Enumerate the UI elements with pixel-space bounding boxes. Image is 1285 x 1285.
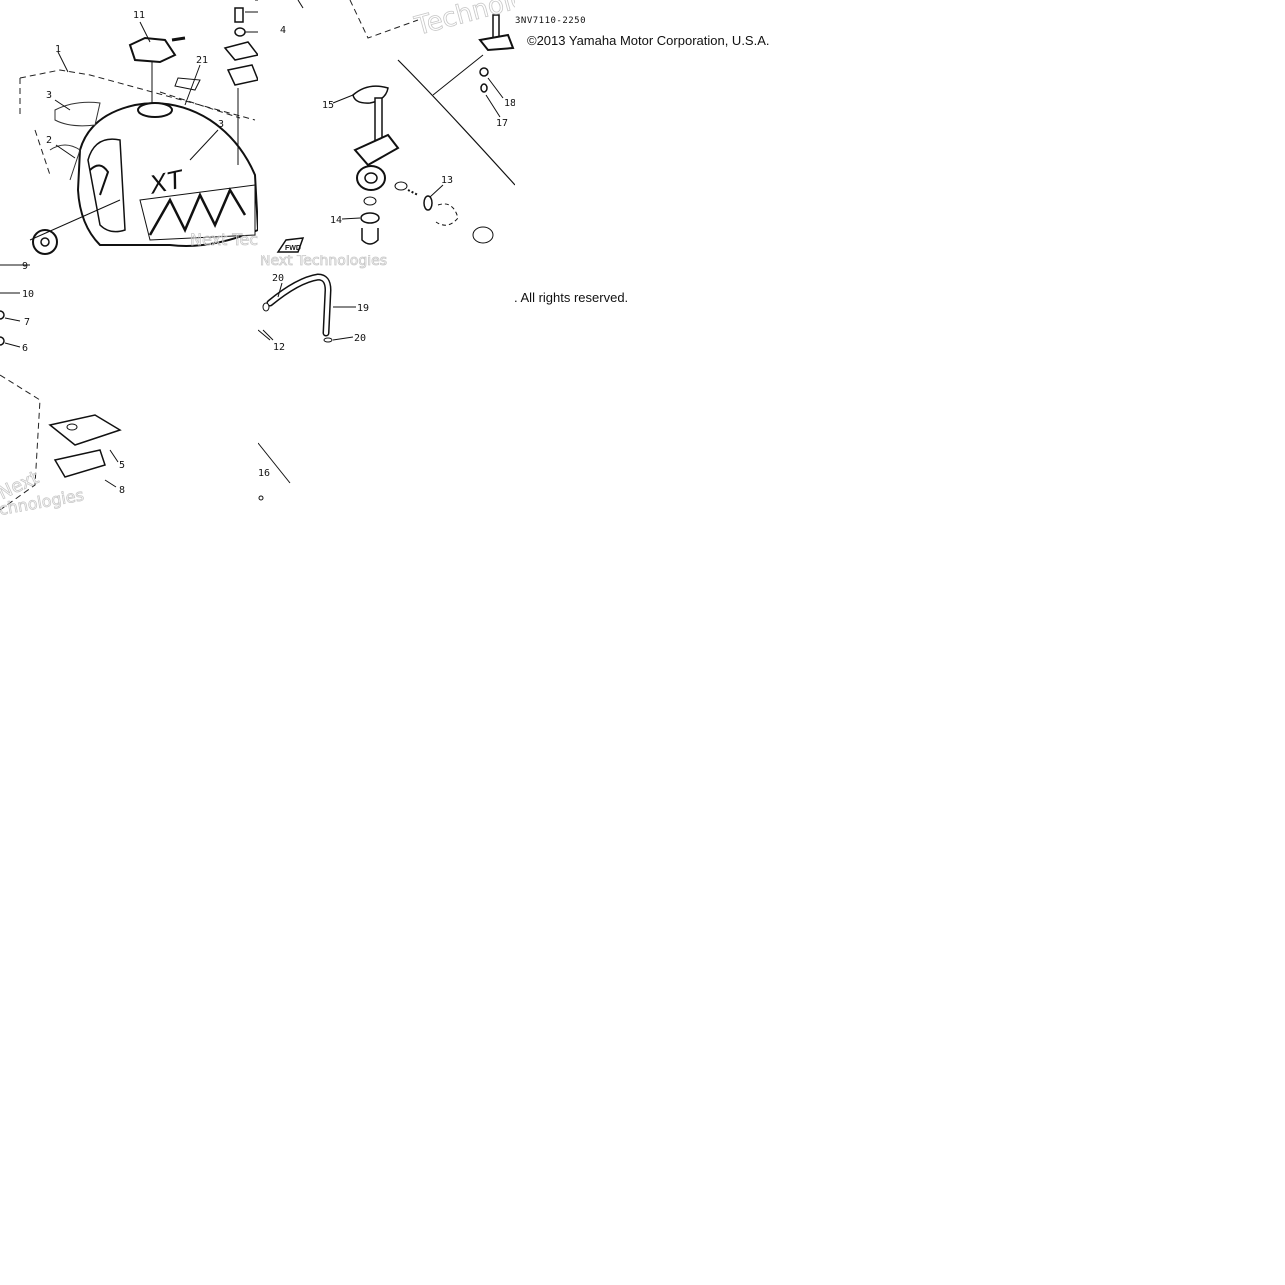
callout-8: 8	[119, 485, 125, 496]
callout-3b: 3	[218, 119, 224, 130]
callout-1: 1	[55, 44, 61, 55]
tank-diagram-tile: XT 1 11 21 3 2 3 Next Tec	[0, 0, 262, 255]
filler-neck	[137, 102, 173, 118]
callout-7: 7	[24, 317, 30, 328]
fuel-cock	[353, 133, 400, 167]
part-code: 3NV7110-2250	[515, 16, 587, 26]
callout-19: 19	[357, 303, 369, 314]
tank-mounts-tile: 9 10 7 6 5 8 Next chnologies	[0, 255, 258, 520]
fuel-cap	[128, 36, 177, 64]
callout-15: 15	[322, 100, 334, 111]
callout-20: 20	[272, 273, 284, 284]
callout-21: 21	[196, 55, 208, 66]
callout-20b: 20	[354, 333, 366, 344]
petcock-diagram-tile: 15 14 13 18 17 4 Technologies FWD	[258, 0, 515, 255]
callout-18: 18	[504, 98, 515, 109]
callout-3: 3	[46, 90, 52, 101]
callout-16: 16	[258, 468, 270, 479]
tank-seal	[53, 449, 106, 478]
fwd-label: FWD	[285, 245, 301, 252]
callout-13: 13	[441, 175, 453, 186]
callout-10: 10	[22, 289, 34, 300]
fuel-tank-drawing: XT 1 11 21 3 2 3 Next Tec	[19, 0, 262, 255]
callout-6: 6	[22, 343, 28, 354]
fuel-hose	[268, 274, 331, 335]
callout-9: 9	[22, 261, 28, 272]
callout-12: 12	[273, 342, 285, 353]
watermark: Next Technologies	[260, 255, 387, 269]
copyright-line: ©2013 Yamaha Motor Corporation, U.S.A.	[527, 33, 770, 48]
callout-11: 11	[133, 10, 145, 21]
fwd-arrow-icon	[276, 237, 305, 253]
callout-17: 17	[496, 118, 508, 129]
callout-14: 14	[330, 215, 342, 226]
callout-2: 2	[46, 135, 52, 146]
watermark: Next Tec	[190, 230, 258, 249]
fuel-cock-drawing: 15 14 13 18 17 4 Technologies FWD	[276, 0, 515, 253]
tank-bracket	[48, 414, 122, 446]
tank-mounts-drawing: 9 10 7 6 5 8 Next chnologies	[0, 261, 125, 519]
rights-reserved-line: . All rights reserved.	[514, 290, 629, 305]
fuel-hose-drawing: Next Technologies 20 19 20 12	[260, 255, 388, 353]
callout-5: 5	[119, 460, 125, 471]
callout-4: 4	[280, 25, 286, 36]
